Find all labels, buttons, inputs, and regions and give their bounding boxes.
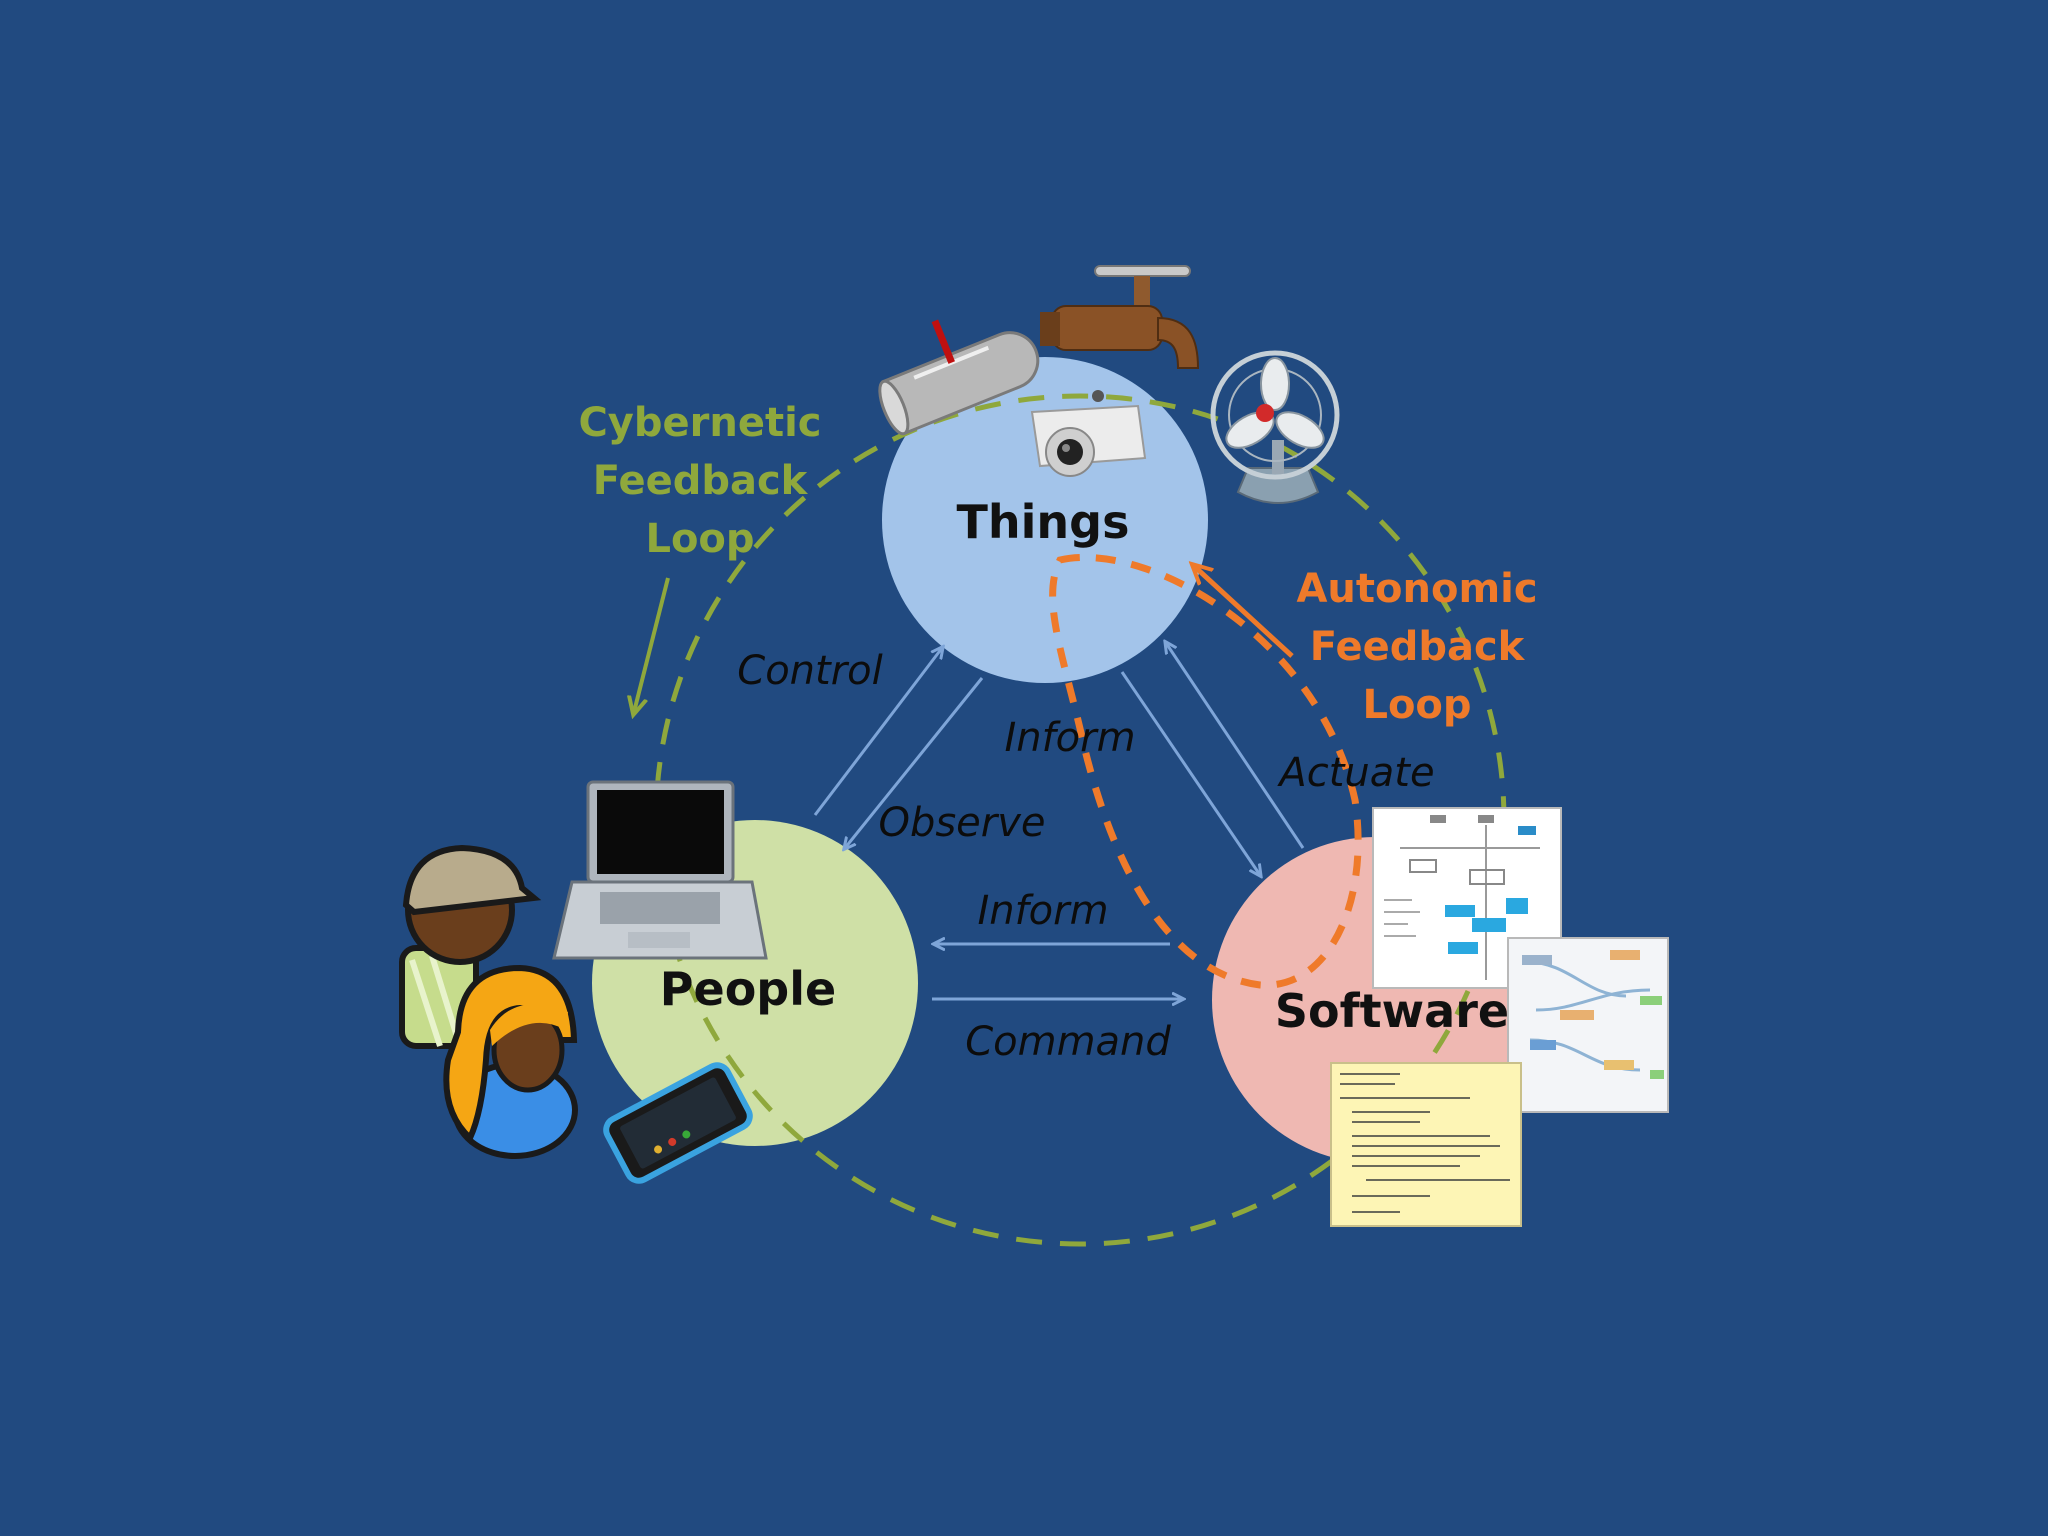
control-label: Control [737,648,882,694]
smartphone-icon [603,1062,753,1184]
autonomic-label-line-1: Autonomic [1296,566,1537,612]
autonomic-feedback-loop-label: Autonomic Feedback Loop [1296,566,1537,728]
things-label: Things [957,495,1130,549]
actuate-arrow [1166,643,1305,849]
command-label: Command [965,1019,1171,1065]
node-graph-document-icon [1507,937,1669,1113]
control-arrow [813,648,942,816]
edge-labels: Control Observe Inform Actuate Inform Co… [737,648,1434,1065]
cybernetic-label-line-1: Cybernetic [578,400,821,446]
observe-arrow [845,677,984,848]
inform-things-software-label: Inform [1004,715,1135,761]
observe-label: Observe [878,800,1045,846]
cybernetic-label-line-3: Loop [645,516,754,562]
autonomic-feedback-loop-ring [1049,553,1362,989]
source-code-document-icon [1330,1062,1522,1227]
security-camera-icon [1030,390,1147,477]
woman-user-icon [443,964,578,1159]
autonomic-loop-arrow [1194,566,1294,658]
software-label: Software [1275,984,1509,1038]
people-label: People [660,962,836,1016]
cybernetic-loop-arrow [634,577,670,712]
inform-things-software-arrow [1120,671,1260,875]
actuate-label: Actuate [1276,750,1434,796]
man-user-icon [399,844,542,1049]
desk-fan-icon [1210,350,1340,504]
faucet-icon [1040,265,1200,369]
cybernetic-feedback-loop-label: Cybernetic Feedback Loop [578,400,821,562]
inform-software-people-label: Inform [977,888,1108,934]
autonomic-label-line-3: Loop [1362,682,1471,728]
laptop-icon [552,780,768,960]
autonomic-label-line-2: Feedback [1310,624,1526,670]
mailbox-icon [878,319,1040,436]
cybernetic-label-line-2: Feedback [593,458,809,504]
